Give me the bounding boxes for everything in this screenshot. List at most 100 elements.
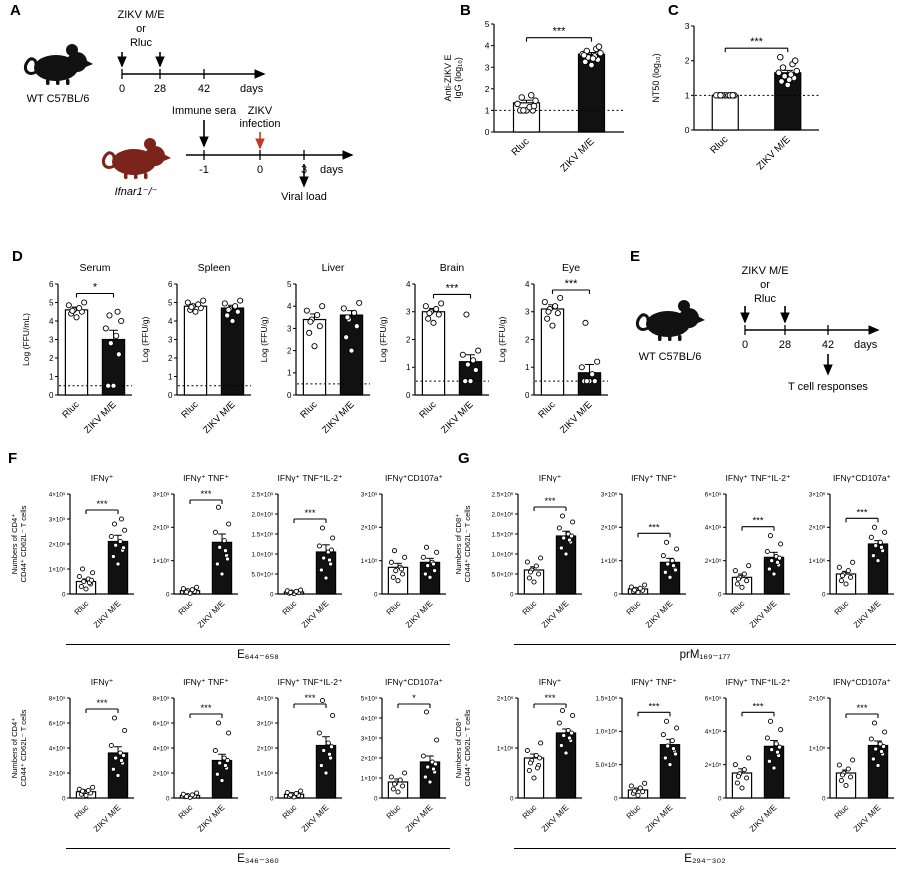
y-tick-label: 5	[485, 19, 490, 29]
data-point	[88, 577, 95, 583]
data-point	[777, 53, 784, 61]
data-point	[83, 586, 89, 592]
data-point	[212, 529, 218, 535]
cd4-axis-label-line2: CD44⁺ CD62L⁻ T cells	[19, 505, 29, 583]
y-tick-label: 2	[525, 335, 530, 344]
data-point	[90, 570, 96, 576]
x-category-label: ZIKV M/E	[644, 599, 675, 630]
data-point	[838, 777, 844, 784]
data-point	[330, 535, 336, 541]
data-point	[422, 303, 429, 310]
x-category-label: Rluc	[521, 803, 539, 821]
data-point	[232, 303, 239, 310]
data-point	[221, 755, 227, 761]
panel-label-d: D	[12, 248, 23, 265]
y-tick-label: 2×10⁵	[705, 762, 722, 769]
chart-title: IFNγ⁺	[539, 473, 561, 483]
data-point	[660, 553, 666, 559]
data-point	[420, 753, 426, 759]
bar-Rluc	[183, 305, 208, 396]
data-point	[319, 303, 326, 310]
y-tick-label: 1	[406, 363, 411, 372]
y-tick-label: 2×10⁵	[705, 558, 722, 565]
x-category-label: Rluc	[536, 399, 557, 420]
data-point	[559, 707, 566, 714]
data-point	[769, 558, 775, 564]
y-tick-label: 2.0×10⁶	[491, 511, 513, 518]
y-axis-label: NT50 (log₁₀)	[651, 53, 661, 102]
data-point	[588, 61, 595, 69]
cd4-axis-label-row2: Numbers of CD4⁺ CD44⁺ CD62L⁻ T cells	[10, 673, 34, 823]
data-point	[744, 578, 750, 584]
x-category-label: ZIKV M/E	[540, 803, 571, 834]
data-point	[580, 52, 588, 59]
data-point	[524, 747, 530, 754]
data-point	[234, 308, 241, 315]
x-category-label: ZIKV M/E	[644, 803, 675, 834]
y-tick-label: 5.0×10⁴	[251, 571, 273, 578]
data-point	[746, 755, 752, 761]
data-point	[631, 788, 638, 794]
data-point	[583, 378, 590, 385]
data-point	[118, 317, 125, 325]
data-point	[215, 504, 222, 510]
x-category-label: ZIKV M/E	[92, 599, 123, 630]
data-point	[674, 546, 680, 552]
y-tick-label: 3×10⁶	[601, 491, 618, 498]
wt-mouse-icon	[635, 298, 706, 342]
data-point	[214, 771, 220, 777]
y-tick-label: 2	[287, 346, 292, 355]
data-point	[739, 584, 745, 590]
data-point	[541, 298, 548, 306]
group-line-e644	[66, 644, 450, 645]
y-tick-label: 1.0×10⁶	[595, 729, 617, 736]
data-point	[400, 783, 406, 789]
data-point	[597, 49, 604, 57]
y-tick-label: 2	[406, 335, 411, 344]
group-label-prm169: prM₁₆₉₋₁₇₇	[679, 649, 731, 661]
y-tick-label: 4×10⁵	[705, 525, 722, 532]
y-tick-label: 2×10⁵	[257, 745, 274, 752]
x-category-label: Rluc	[625, 803, 643, 821]
significance-stars: ***	[446, 282, 460, 294]
data-point	[108, 533, 114, 540]
data-point	[589, 371, 596, 378]
data-point	[663, 718, 670, 724]
wt-mouse-label: WT C57BL/6	[639, 351, 702, 363]
y-tick-label: 0	[270, 591, 274, 598]
data-point	[533, 563, 539, 569]
data-point	[873, 746, 879, 752]
chart-title: Liver	[322, 262, 345, 274]
data-point	[430, 319, 437, 326]
data-point	[110, 382, 117, 389]
data-point	[287, 589, 294, 595]
significance-stars: ***	[648, 701, 659, 712]
y-tick-label: 4	[485, 41, 490, 51]
y-tick-label: 1	[485, 105, 490, 115]
data-point	[427, 779, 433, 785]
significance-stars: ***	[304, 508, 315, 519]
y-tick-label: 2×10⁶	[809, 525, 826, 532]
y-tick-label: 6×10⁵	[49, 720, 66, 727]
x-category-label: Rluc	[833, 803, 851, 821]
y-tick-label: 6×10⁵	[153, 720, 170, 727]
x-category-label: Rluc	[625, 599, 643, 617]
y-tick-label: 6×10⁵	[705, 695, 722, 702]
treatment-label-line2: or	[760, 279, 770, 291]
data-point	[514, 100, 521, 108]
chart-title: IFNγ⁺CD107a⁺	[385, 677, 443, 687]
y-tick-label: 1×10⁶	[809, 745, 826, 752]
data-point	[843, 581, 849, 587]
cd8-axis-label-line1: Numbers of CD8⁺	[454, 717, 463, 779]
data-point	[215, 720, 222, 726]
data-point	[351, 309, 358, 316]
data-point	[674, 725, 680, 731]
cd8-axis-label-line1: Numbers of CD8⁺	[454, 513, 463, 575]
bar-ZIKV-M-E	[555, 732, 577, 799]
data-point	[848, 774, 854, 780]
